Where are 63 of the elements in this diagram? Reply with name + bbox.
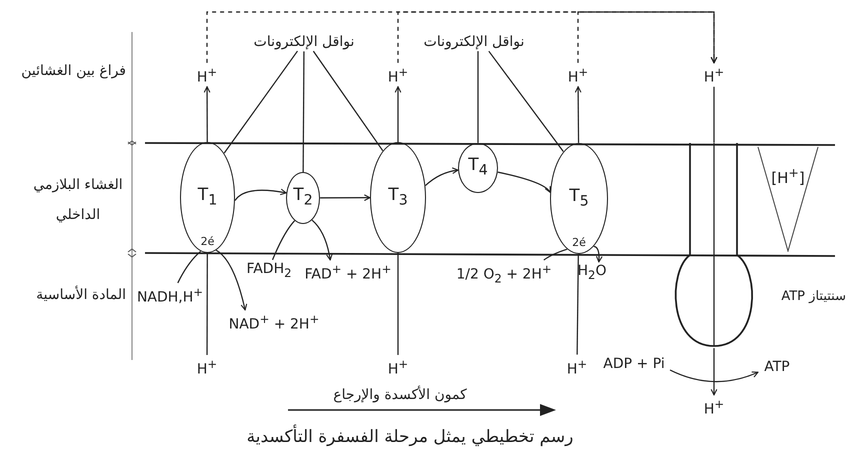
connector-line (488, 50, 564, 152)
proton-label: H$^{+}$ (703, 395, 725, 419)
arrow (574, 86, 582, 143)
formula-label: 1/2 O$_{2}$ + 2H$^{+}$ (452, 260, 556, 288)
formula-label: NADH,H$^{+}$ (136, 283, 204, 307)
region-label: المادة الأساسية (35, 284, 126, 305)
carrier-oval (550, 143, 608, 254)
carrier-label: T$_{2}$ (293, 186, 313, 210)
connector-line (224, 50, 298, 154)
arrow (216, 250, 248, 310)
connector-line (272, 220, 296, 260)
concentration-label: [H$^{+}$] (770, 164, 806, 187)
arrow (498, 172, 551, 193)
arrow (204, 86, 210, 142)
proton-label: H$^{+}$ (566, 355, 588, 379)
arrow (594, 246, 602, 262)
connector-line (477, 51, 479, 143)
electron-label: 2é (200, 236, 216, 248)
arrow (670, 369, 758, 382)
connector-line (312, 50, 384, 152)
arrow (312, 220, 333, 260)
carrier-oval (458, 143, 498, 193)
formula-label: H$_{2}$O (572, 262, 612, 284)
connector-line (177, 250, 202, 284)
connector-line (713, 86, 715, 143)
proton-label: H$^{+}$ (196, 355, 218, 379)
carrier-label: T$_{5}$ (569, 186, 589, 210)
arrow (577, 11, 718, 64)
arrow (394, 86, 402, 142)
connector-line (544, 248, 568, 260)
carrier-group-label: نواقل الإلكترونات (240, 33, 368, 51)
region-label: الغشاء البلازمي الداخلي (32, 176, 124, 225)
region-label: فراغ بين الغشائين (20, 62, 126, 81)
proton-label: H$^{+}$ (387, 63, 409, 87)
carrier-oval (180, 142, 235, 253)
proton-label: H$^{+}$ (196, 63, 218, 87)
connector-line (302, 51, 305, 172)
arrow (425, 168, 459, 186)
formula-label: ADP + Pi (598, 355, 670, 373)
connector-line (397, 253, 399, 355)
proton-label: H$^{+}$ (387, 355, 409, 379)
formula-label: ATP (758, 358, 796, 376)
carrier-label: T$_{3}$ (388, 186, 408, 210)
enzyme-label: سنتيتاز ATP (780, 288, 846, 306)
formula-label: NAD$^{+}$ + 2H$^{+}$ (228, 310, 320, 334)
formula-label: FADH$_{2}$ (240, 260, 298, 282)
arrow (710, 348, 718, 396)
caption: رسم تخطيطي يمثل مرحلة الفسفرة التأكسدية (190, 422, 630, 452)
arrow (397, 11, 718, 64)
arrow (234, 188, 287, 201)
connector-line (206, 253, 208, 355)
carrier-oval (370, 142, 426, 253)
connector-line (576, 254, 579, 355)
formula-label: FAD$^{+}$ + 2H$^{+}$ (302, 260, 394, 284)
proton-label: H$^{+}$ (567, 63, 589, 87)
carrier-oval (286, 172, 320, 224)
carrier-label: T$_{1}$ (198, 186, 218, 210)
arrow (320, 194, 370, 201)
proton-label: H$^{+}$ (703, 63, 725, 87)
carrier-label: T$_{4}$ (468, 156, 488, 180)
axis-label: كمون الأكسدة والإرجاع (332, 384, 468, 405)
electron-label: 2é (571, 237, 587, 249)
carrier-group-label: نواقل الإلكترونات (410, 33, 538, 51)
